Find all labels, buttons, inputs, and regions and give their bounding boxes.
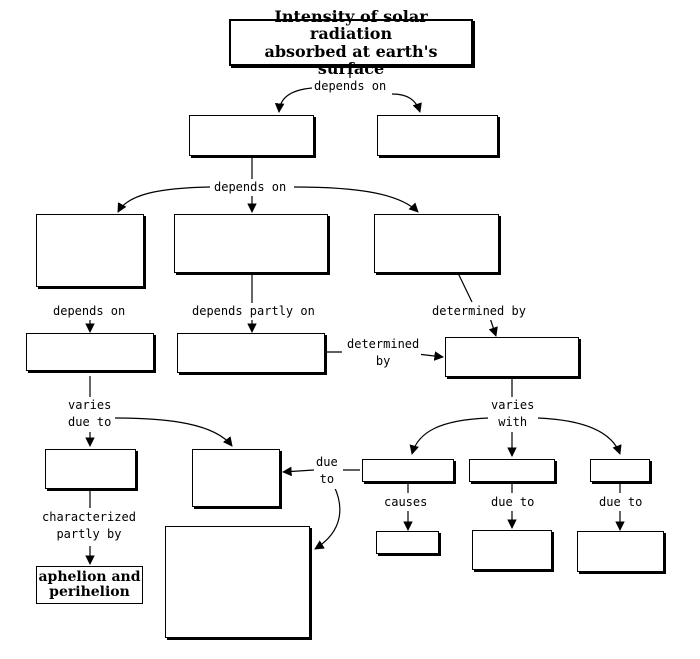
blank-node-row2-left[interactable]	[36, 214, 144, 287]
blank-node-row3-mid[interactable]	[177, 333, 325, 373]
arrow-title-to-right	[391, 93, 422, 113]
arrow-to-row2-right	[293, 186, 419, 213]
blank-node-row4-a[interactable]	[362, 459, 454, 482]
label-determined-by-1: determined by	[430, 303, 528, 321]
label-depends-on-1: depends on	[312, 78, 389, 96]
blank-node-row4-c[interactable]	[590, 459, 650, 482]
blank-node-row3-right[interactable]	[445, 337, 579, 377]
blank-node-row4-mid[interactable]	[192, 449, 280, 507]
blank-node-row5-c[interactable]	[577, 531, 664, 572]
blank-node-row2-right[interactable]	[374, 214, 499, 273]
blank-node-row1-left[interactable]	[189, 115, 314, 156]
blank-node-row5-b[interactable]	[472, 530, 552, 570]
label-due-to-3: due to	[597, 494, 645, 512]
arrow-varies-with-right	[537, 417, 622, 455]
arrow-to-row2-left	[117, 186, 211, 213]
arrow-title-to-left	[274, 87, 313, 113]
blank-node-row1-right[interactable]	[377, 115, 498, 156]
label-due-to-side: due to	[314, 454, 340, 489]
arrow-determined-by	[488, 317, 498, 337]
label-varies-due-to: varies due to	[66, 397, 114, 432]
label-due-to-2: due to	[489, 494, 537, 512]
blank-node-row5-a[interactable]	[376, 531, 439, 554]
label-characterized-partly-by: characterized partly by	[40, 509, 138, 544]
connector-right-diag	[457, 272, 473, 303]
blank-node-row2-mid[interactable]	[174, 214, 328, 273]
label-varies-with: varies with	[489, 397, 537, 432]
label-depends-on-2: depends on	[212, 179, 289, 197]
bottom-node-line-2: perihelion	[49, 584, 130, 600]
label-depends-on-3: depends on	[51, 303, 128, 321]
title-line-1: Intensity of solar radiation	[274, 6, 428, 44]
blank-node-row4-left[interactable]	[45, 449, 136, 489]
blank-node-large[interactable]	[165, 526, 310, 638]
arrow-varies-to-mid	[114, 417, 233, 447]
title-node: Intensity of solar radiation absorbed at…	[229, 8, 473, 77]
bottom-node-line-1: aphelion and	[38, 568, 141, 585]
label-depends-partly-on: depends partly on	[190, 303, 317, 321]
title-line-2: absorbed at earth's surface	[264, 41, 438, 78]
label-determined-by-2: determined by	[345, 336, 422, 371]
label-causes: causes	[382, 494, 430, 512]
blank-node-row3-left[interactable]	[26, 333, 154, 371]
arrow-due-to-bottom	[314, 485, 341, 550]
arrow-due-to-side	[282, 466, 315, 477]
blank-node-row4-b[interactable]	[469, 459, 555, 482]
arrow-varies-with-left	[409, 417, 489, 455]
aphelion-perihelion-node: aphelion and perihelion	[36, 566, 143, 604]
